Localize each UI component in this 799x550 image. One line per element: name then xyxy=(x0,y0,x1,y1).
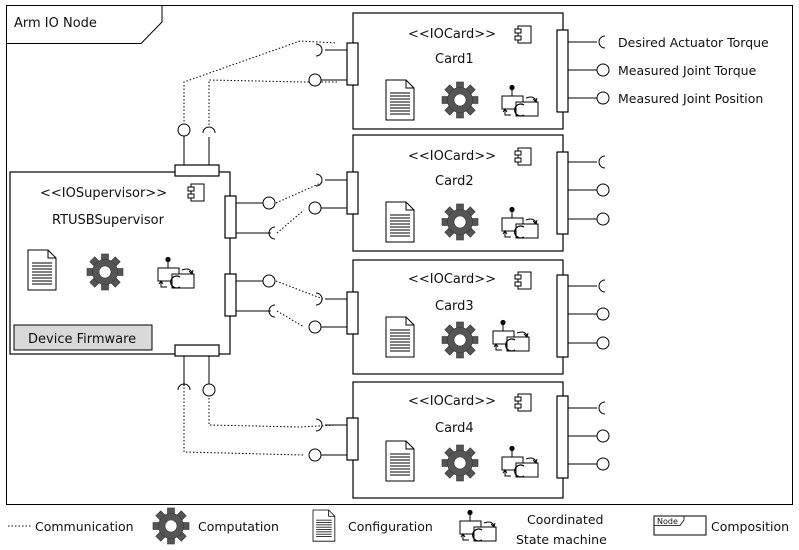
socket-icon xyxy=(598,155,606,169)
socket-icon xyxy=(598,35,606,49)
link-sup-card2-a xyxy=(275,181,324,204)
link-sup-card4-b xyxy=(208,398,338,428)
lollipop-icon xyxy=(596,336,610,350)
link-sup-card3-a xyxy=(275,280,324,300)
gear-icon xyxy=(441,81,479,119)
port-label-measured-position: Measured Joint Position xyxy=(618,91,763,106)
socket-icon xyxy=(268,304,276,318)
lollipop-icon xyxy=(596,91,610,105)
card-1[interactable]: <<IOCard>> Card1 Desired Actuator Torque… xyxy=(308,12,769,130)
socket-icon xyxy=(315,173,323,187)
supervisor-port-top xyxy=(174,164,220,177)
card-stereotype: <<IOCard>> xyxy=(408,394,496,409)
lollipop-icon xyxy=(308,201,322,215)
card-name: Card3 xyxy=(435,299,474,314)
card-port-right xyxy=(556,151,569,235)
card-2[interactable]: <<IOCard>> Card2 xyxy=(308,134,610,252)
legend: Communication Computation Configuration … xyxy=(8,507,789,547)
node-title: Arm IO Node xyxy=(14,16,97,31)
card-stereotype: <<IOCard>> xyxy=(408,272,496,287)
socket-icon xyxy=(315,43,323,57)
port-label-desired-torque: Desired Actuator Torque xyxy=(618,35,769,50)
firmware-box xyxy=(13,324,153,351)
lollipop-icon xyxy=(262,274,276,288)
supervisor-stereotype: <<IOSupervisor>> xyxy=(40,186,167,201)
document-icon xyxy=(312,509,336,542)
legend-state-machine-line2: State machine xyxy=(516,532,607,547)
document-icon xyxy=(27,249,57,291)
link-sup-card1-a xyxy=(183,40,338,125)
gear-icon xyxy=(152,507,190,545)
socket-icon xyxy=(268,226,276,240)
communication-links xyxy=(183,40,338,456)
link-sup-card1-b xyxy=(208,79,337,125)
document-icon xyxy=(385,79,415,121)
link-sup-card4-a xyxy=(183,384,304,456)
socket-icon xyxy=(598,279,606,293)
link-sup-card3-b xyxy=(276,310,305,328)
lollipop-icon xyxy=(596,183,610,197)
supervisor-port-right-lower xyxy=(224,273,237,317)
node-title-tab xyxy=(6,5,163,44)
socket-icon xyxy=(177,383,191,391)
legend-composition: Composition xyxy=(711,519,789,534)
card-port-right xyxy=(556,29,569,113)
lollipop-icon xyxy=(262,196,276,210)
socket-icon xyxy=(202,126,216,134)
document-icon xyxy=(385,440,415,482)
lollipop-icon xyxy=(177,123,191,137)
gear-icon xyxy=(441,203,479,241)
lollipop-icon xyxy=(308,73,322,87)
legend-computation: Computation xyxy=(198,519,279,534)
socket-icon xyxy=(315,418,323,432)
card-3[interactable]: <<IOCard>> Card3 xyxy=(308,259,610,375)
lollipop-icon xyxy=(596,457,610,471)
legend-configuration: Configuration xyxy=(348,519,433,534)
card-port-right xyxy=(556,395,569,479)
socket-icon xyxy=(315,292,323,306)
lollipop-icon xyxy=(596,212,610,226)
supervisor-port-bottom xyxy=(174,344,220,357)
composition-icon: Node xyxy=(653,515,707,536)
port-label-measured-torque: Measured Joint Torque xyxy=(618,63,757,78)
card-name: Card2 xyxy=(435,174,474,189)
gear-icon xyxy=(86,253,124,291)
supervisor-port-right-upper xyxy=(224,195,237,239)
card-stereotype: <<IOCard>> xyxy=(408,149,496,164)
legend-state-machine-line1: Coordinated xyxy=(527,512,603,527)
lollipop-icon xyxy=(308,448,322,462)
card-port-left xyxy=(346,42,359,86)
socket-icon xyxy=(598,401,606,415)
supervisor[interactable]: <<IOSupervisor>> RTUSBSupervisor Device … xyxy=(9,123,276,397)
legend-communication: Communication xyxy=(35,519,134,534)
card-port-left xyxy=(346,171,359,215)
card-4[interactable]: <<IOCard>> Card4 xyxy=(308,381,610,499)
firmware-label: Device Firmware xyxy=(28,332,136,347)
link-sup-card2-b xyxy=(276,209,305,234)
card-name: Card1 xyxy=(435,52,474,67)
card-stereotype: <<IOCard>> xyxy=(408,27,496,42)
lollipop-icon xyxy=(596,63,610,77)
lollipop-icon xyxy=(596,429,610,443)
supervisor-name: RTUSBSupervisor xyxy=(52,213,165,228)
node-frame xyxy=(6,5,793,505)
state-machine-icon xyxy=(459,509,497,542)
card-port-left xyxy=(346,291,359,335)
card-port-right xyxy=(556,274,569,358)
card-port-left xyxy=(346,417,359,461)
card-name: Card4 xyxy=(435,421,474,436)
lollipop-icon xyxy=(308,320,322,334)
gear-icon xyxy=(441,321,479,359)
document-icon xyxy=(385,201,415,243)
document-icon xyxy=(385,316,415,358)
gear-icon xyxy=(441,444,479,482)
lollipop-icon xyxy=(596,307,610,321)
lollipop-icon xyxy=(202,383,216,397)
legend-node-tag: Node xyxy=(657,517,678,526)
